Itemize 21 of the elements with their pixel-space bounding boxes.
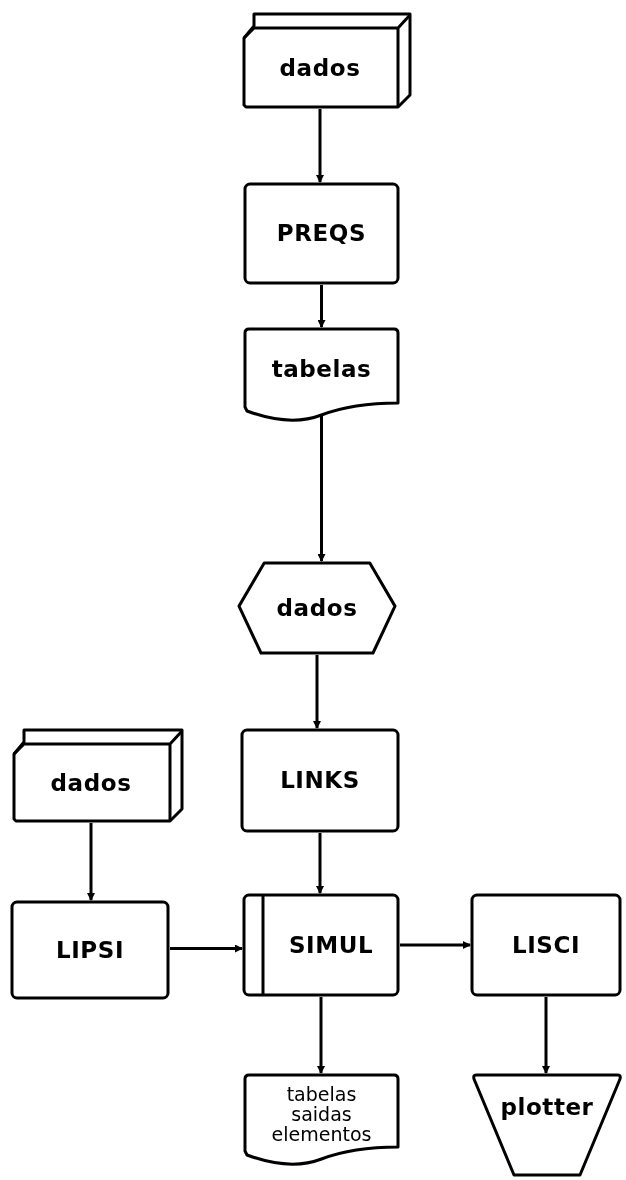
arrow [542, 997, 550, 1074]
arrow [313, 655, 321, 729]
node-label: LISCI [511, 930, 581, 960]
arrow [317, 415, 326, 562]
arrow [400, 941, 471, 949]
node-label: PREQS [276, 219, 367, 249]
arrow [316, 109, 324, 183]
arrow [87, 823, 95, 901]
node-label: dados [276, 593, 358, 623]
arrow [317, 285, 326, 328]
node-label: LIPSI [55, 935, 125, 965]
node-label: dados [50, 769, 132, 799]
arrow [317, 997, 325, 1074]
node-label: tabelas saidas elementos [271, 1084, 372, 1144]
node-label: dados [279, 54, 361, 84]
node-label: SIMUL [288, 930, 374, 960]
arrow [316, 833, 324, 894]
arrow [170, 944, 243, 953]
node-label: tabelas [271, 354, 372, 384]
node-label: LINKS [280, 766, 360, 796]
node-label: plotter [500, 1092, 594, 1122]
